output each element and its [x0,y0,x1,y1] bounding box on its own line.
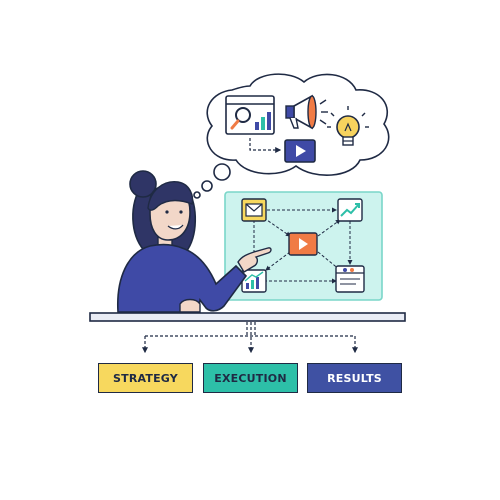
play-video-icon [249,138,316,163]
strategy-board [224,191,383,301]
flow-connectors [142,322,358,354]
woman-presenter [117,170,272,313]
thought-dot-large [213,163,231,181]
browser-window-icon [335,265,365,293]
growth-chart-icon [337,198,363,222]
lightbulb-icon [327,106,369,146]
thought-dot-small [193,191,201,199]
center-play-icon [288,232,318,256]
email-icon [241,198,267,222]
megaphone-icon [285,94,328,130]
analytics-chart-icon [241,269,267,293]
desk [89,312,406,322]
search-analytics-icon [225,95,275,135]
board-connections [251,207,353,284]
thought-bubble [193,73,390,199]
thought-dot-medium [201,180,213,192]
strategy-box: STRATEGY [98,363,193,393]
results-box: RESULTS [307,363,402,393]
execution-box: EXECUTION [203,363,298,393]
